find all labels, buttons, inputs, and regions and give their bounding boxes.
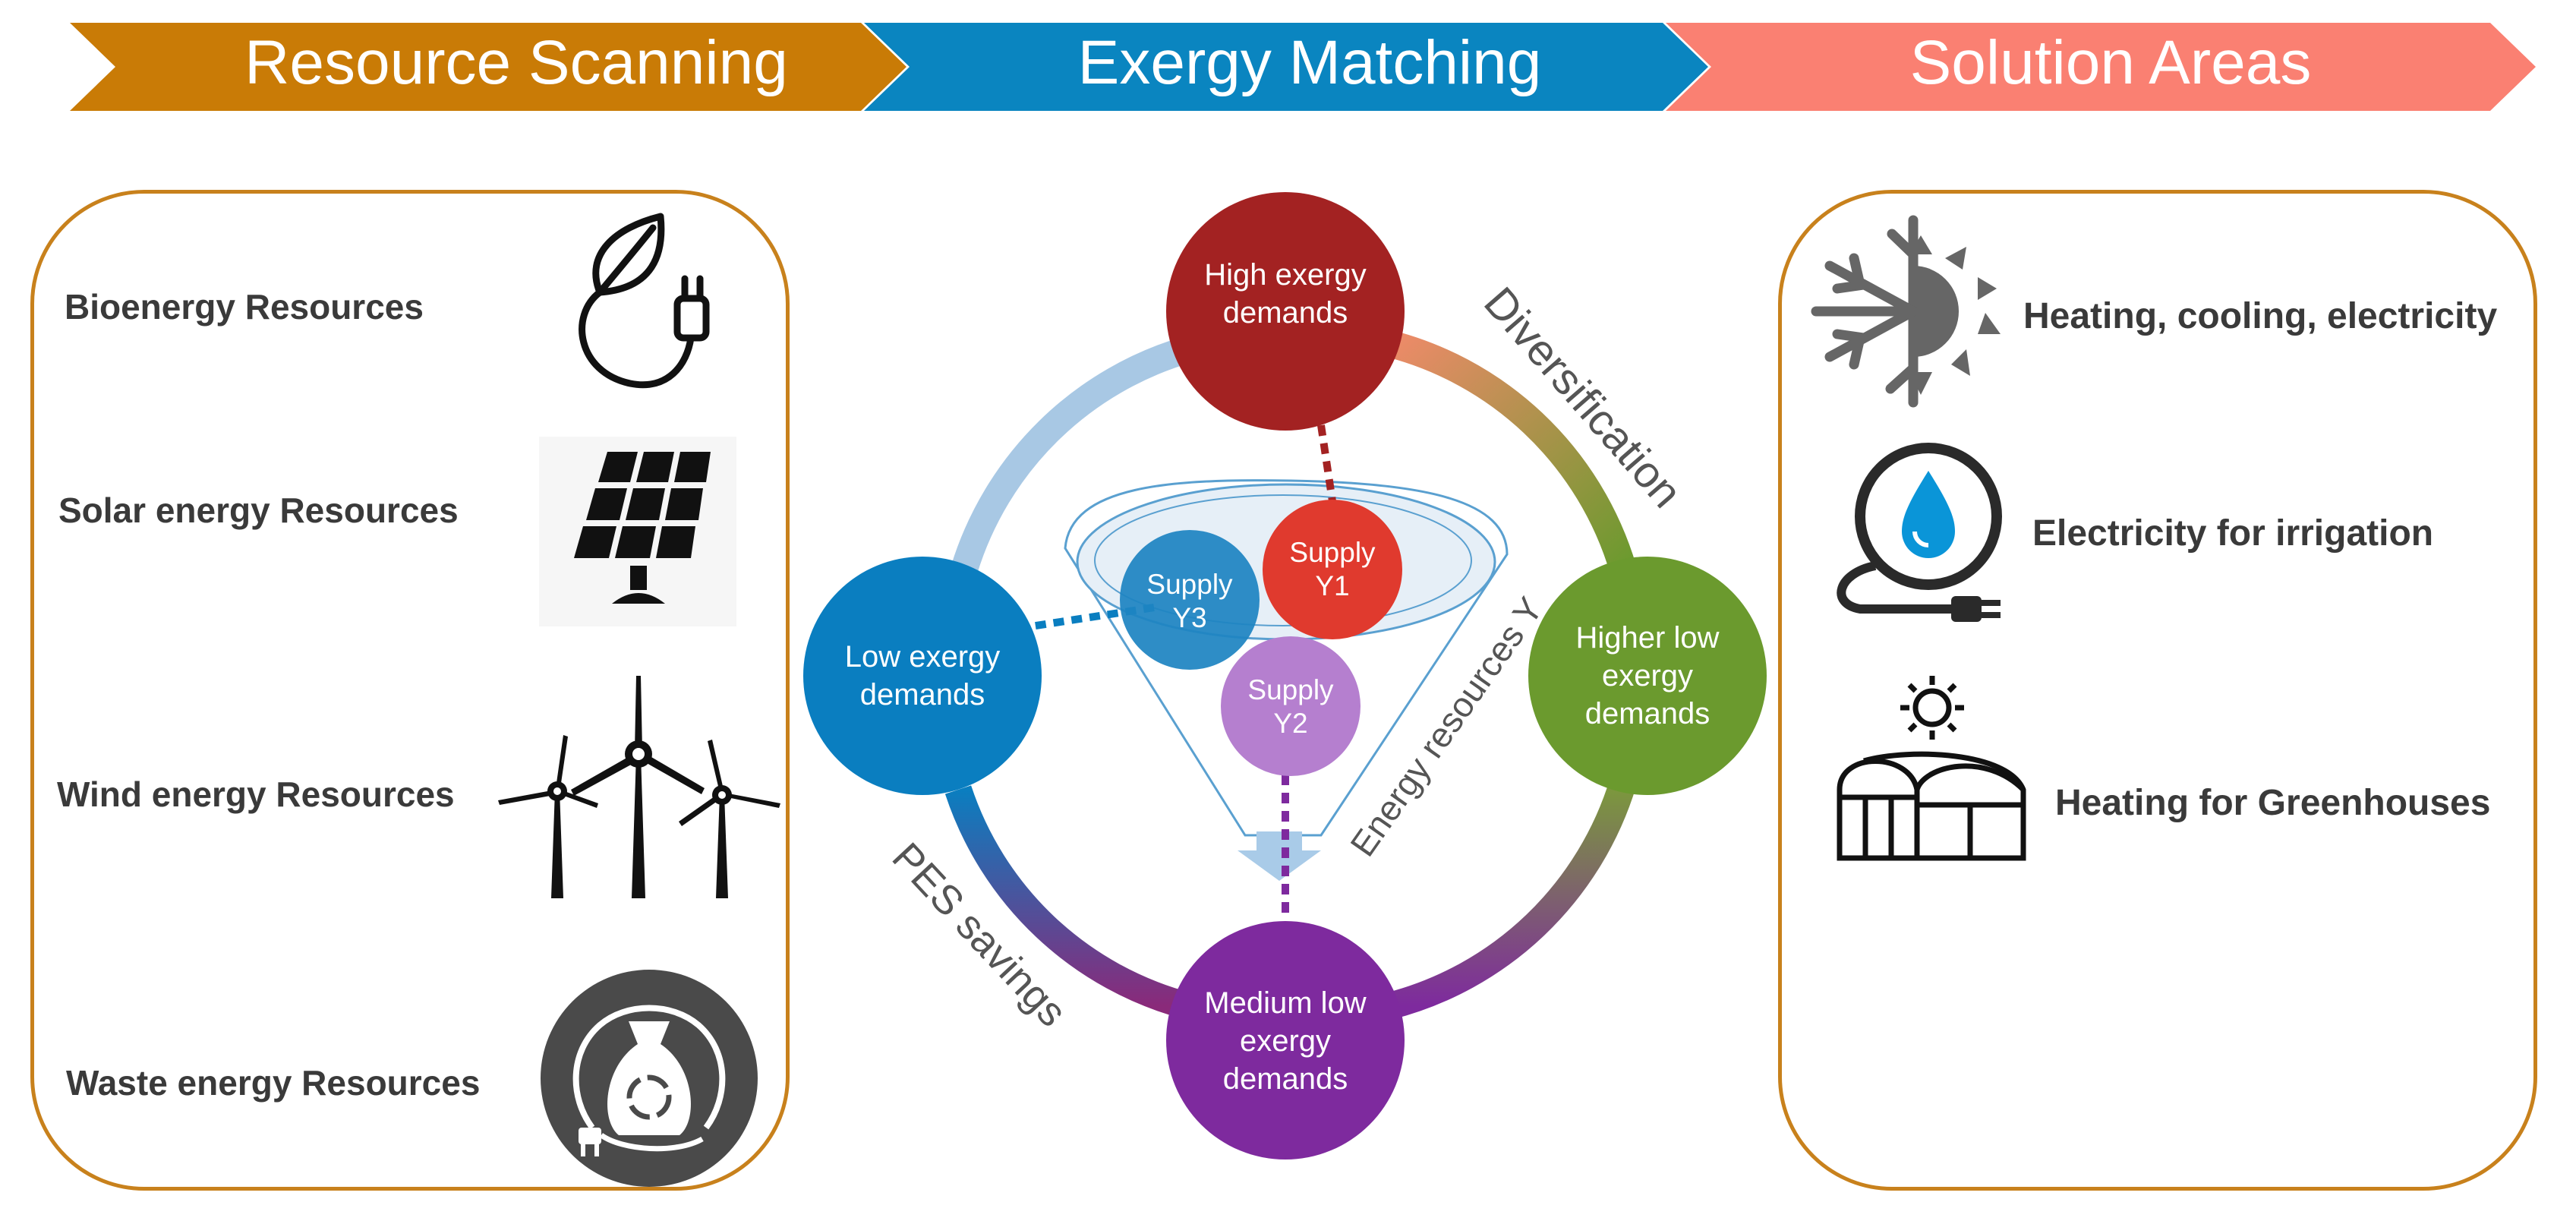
waste-bag-icon xyxy=(541,970,758,1187)
connector-high-to-y1 xyxy=(1317,424,1336,502)
banner-step-exergy-matching xyxy=(864,23,1708,111)
connector-y3-to-low xyxy=(1005,604,1155,634)
resource-label-waste: Waste energy Resources xyxy=(66,1063,481,1103)
pes-savings-label: PES savings xyxy=(883,834,1076,1036)
solar-panel-icon xyxy=(539,437,736,626)
supply-label-y2: Supply Y2 xyxy=(1247,674,1334,739)
solution-panel: Heating, cooling, electricity Electricit… xyxy=(1778,190,2537,1191)
demand-label-medium-low: Medium low exergy demands xyxy=(1204,986,1367,1096)
funnel-arrow xyxy=(1238,831,1321,881)
snowflake-sun-icon xyxy=(1811,215,2001,408)
solution-label-irrigation: Electricity for irrigation xyxy=(2032,513,2434,554)
supply-label-y3: Supply Y3 xyxy=(1146,569,1233,633)
leaf-plug-icon xyxy=(579,213,710,389)
solution-label-greenhouses: Heating for Greenhouses xyxy=(2055,783,2491,823)
funnel-outline xyxy=(1064,479,1509,837)
demand-label-higher-low: Higher low exergy demands xyxy=(1575,621,1720,730)
banner-label-resource-scanning: Resource Scanning xyxy=(244,28,788,97)
ring-arc-top-left xyxy=(951,336,1193,574)
resource-label-wind: Wind energy Resources xyxy=(57,775,455,814)
water-plug-icon xyxy=(1837,443,2002,622)
banner-label-solution-areas: Solution Areas xyxy=(1909,28,2312,97)
wind-turbines-icon xyxy=(498,676,780,898)
energy-resources-label: Energy resources Y xyxy=(1342,589,1550,864)
process-banner xyxy=(70,23,2536,111)
demand-label-low: Low exergy demands xyxy=(844,640,1001,711)
ring-arc-bottom-right xyxy=(1386,778,1637,1020)
resource-label-solar: Solar energy Resources xyxy=(58,491,459,530)
greenhouse-icon xyxy=(1837,676,2026,861)
solution-label-heating-cooling: Heating, cooling, electricity xyxy=(2023,296,2498,336)
demand-label-high: High exergy demands xyxy=(1204,258,1367,330)
resource-label-bioenergy: Bioenergy Resources xyxy=(65,287,424,327)
diversification-label: Diversification xyxy=(1474,277,1692,518)
banner-step-solution-areas xyxy=(1666,23,2536,111)
banner-label-exergy-matching: Exergy Matching xyxy=(1077,28,1542,97)
supply-label-y1: Supply Y1 xyxy=(1289,537,1376,601)
banner-step-resource-scanning xyxy=(70,23,906,111)
